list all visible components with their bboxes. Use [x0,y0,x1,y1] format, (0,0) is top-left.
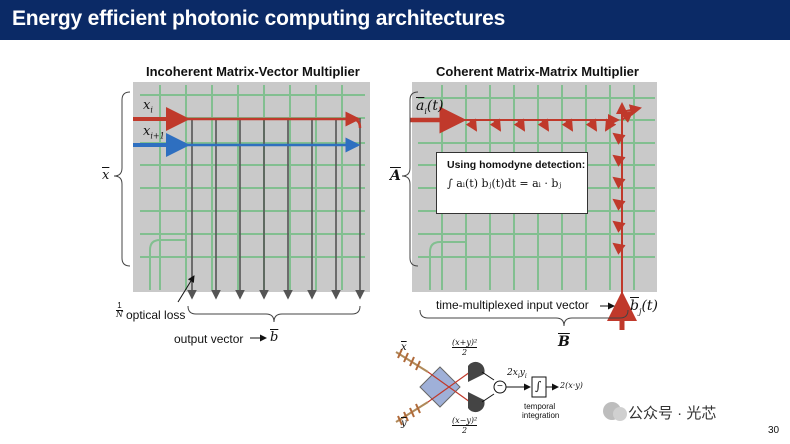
detector-bot-frac: (x−y)² 2 [452,416,478,435]
left-input-brace [113,91,131,267]
watermark-text: 公众号 · 光芯 [628,405,717,422]
loss-fraction: 1 N [116,301,123,319]
detector-integral: ∫ [535,379,542,393]
detector-schematic [395,348,559,426]
homodyne-caption: Using homodyne detection: [447,159,586,171]
right-input-brace [401,91,419,267]
right-section-title: Coherent Matrix-Matrix Multiplier [436,64,639,79]
loss-pointer [177,275,195,303]
left-output-brace [187,305,361,323]
output-vector-text: output vector [174,332,244,346]
detector-output: 2(x·y) [560,381,583,390]
left-vector-x: x [102,168,110,183]
detector-minus: − [497,381,503,392]
slide-header: Energy efficient photonic computing arch… [0,0,790,40]
detector-mid: 2xiyi [507,368,527,380]
homodyne-box: Using homodyne detection: ∫ aᵢ(t) bⱼ(t)d… [436,152,588,214]
right-red-column [607,102,642,330]
right-output-brace [419,309,629,327]
left-red-input [133,107,362,131]
slide-title: Energy efficient photonic computing arch… [12,7,506,30]
left-input-xi1: xi+1 [143,124,165,141]
detector-x-in: x [401,342,407,353]
detector-y-in: y [401,418,407,429]
time-multiplexed-text: time-multiplexed input vector [436,298,589,312]
homodyne-equation: ∫ aᵢ(t) bⱼ(t)dt = aᵢ · bⱼ [447,177,562,190]
right-red-row [410,106,620,134]
right-vector-A: A [390,168,401,184]
right-vector-B: B [558,334,570,350]
right-input-ai: ai(t) [416,98,444,116]
detector-top-frac: (x+y)² 2 [452,338,478,357]
right-input-bj: bj(t) [630,298,659,316]
left-input-xi: xi [143,98,153,115]
output-vector-b: b [270,330,279,345]
loss-text: optical loss [126,308,186,322]
left-waveguide-grid [140,85,365,290]
left-section-title: Incoherent Matrix-Vector Multiplier [146,64,360,79]
watermark-icon [603,402,627,421]
detector-temporal: temporal [524,402,556,411]
detector-integration: integration [522,411,560,420]
page-number: 30 [768,425,780,436]
